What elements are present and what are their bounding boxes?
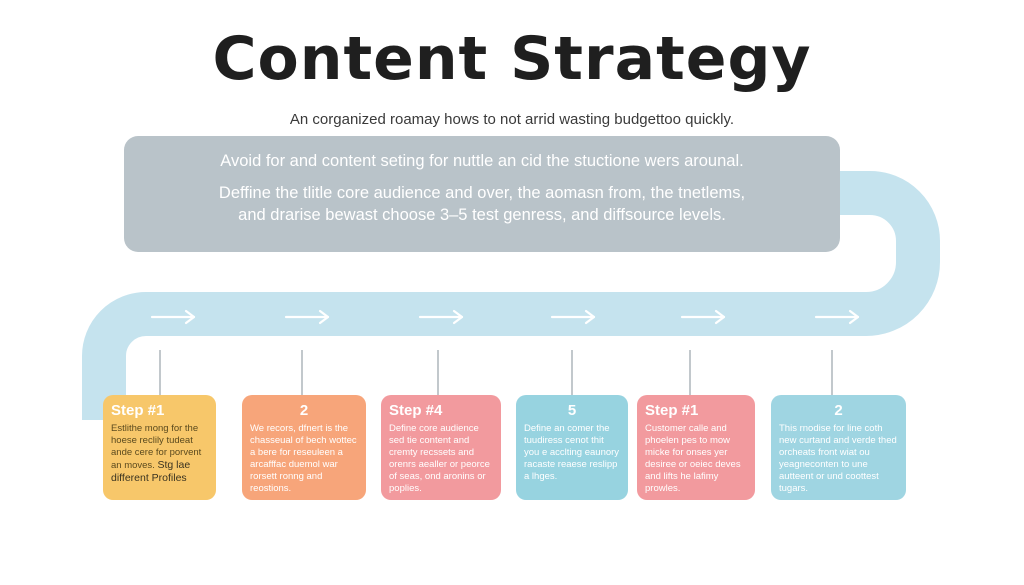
- page-title: Content Strategy: [212, 24, 812, 94]
- step-body: This rnodise for line coth new curtand a…: [779, 423, 897, 494]
- step-heading: Step #1: [111, 402, 165, 419]
- step-card-5: Step #1 Customer calle and phoelen pes t…: [637, 395, 755, 500]
- arrow-right-icon: [418, 309, 464, 325]
- step-card-2: 2 We recors, dfnert is the chasseual of …: [242, 395, 366, 500]
- summary-line: Deffine the tlitle core audience and ove…: [218, 184, 746, 202]
- arrow-right-icon: [550, 309, 596, 325]
- step-extra: Stg lae: [157, 459, 191, 471]
- page-subtitle: An corganized roamay hows to not arrid w…: [289, 111, 735, 128]
- step-body: Define core audience sed tie content and…: [389, 423, 490, 494]
- summary-box: Avoid for and content seting for nuttle …: [124, 136, 840, 252]
- step-body: Estlithe mong for the hoese reclily tude…: [111, 423, 208, 485]
- step-card-1: Step #1 Estlithe mong for the hoese recl…: [103, 395, 216, 500]
- step-heading: 2: [834, 402, 843, 419]
- step-body: Customer calle and phoelen pes to mow mi…: [645, 423, 741, 494]
- step-heading: Step #1: [645, 402, 699, 419]
- step-body: Define an comer the tuudiress cenot thit…: [524, 423, 620, 482]
- step-heading: 2: [299, 402, 309, 419]
- arrow-right-icon: [680, 309, 726, 325]
- step-extra: different Profiles: [111, 472, 187, 484]
- arrow-right-icon: [150, 309, 196, 325]
- step-text: Estlithe mong for the hoese reclily tude…: [111, 423, 202, 471]
- step-card-6: 2 This rnodise for line coth new curtand…: [771, 395, 906, 500]
- summary-line: and drarise bewast choose 3–5 test genre…: [238, 206, 726, 224]
- step-heading: Step #4: [389, 402, 443, 419]
- arrow-right-icon: [814, 309, 860, 325]
- summary-line: Avoid for and content seting for nuttle …: [220, 152, 744, 170]
- step-card-4: 5 Define an comer the tuudiress cenot th…: [516, 395, 628, 500]
- step-heading: 5: [567, 402, 577, 419]
- step-card-3: Step #4 Define core audience sed tie con…: [381, 395, 501, 500]
- roadmap-road: [82, 171, 940, 420]
- step-body: We recors, dfnert is the chasseual of be…: [250, 423, 357, 494]
- arrow-right-icon: [284, 309, 330, 325]
